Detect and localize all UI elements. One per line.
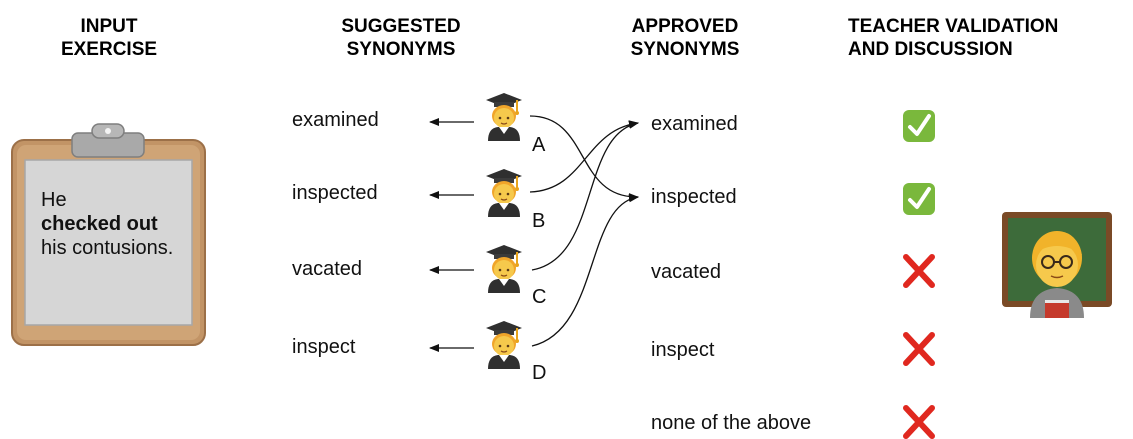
vote-arrow [529,115,639,202]
check-mark-icon [903,110,935,142]
student-label: D [532,362,547,384]
student-icon [485,320,523,370]
cross-mark-icon [903,332,935,366]
student-label: B [532,210,546,232]
check-mark-icon [903,183,935,215]
teacher-icon [1002,212,1112,318]
approved-synonyms-header: APPROVED SYNONYMS [630,16,740,60]
suggested-synonym: examined [292,109,379,131]
student-label: C [532,286,547,308]
exercise-sentence: He checked out his contusions. [41,188,186,260]
cross-mark-icon [903,405,935,439]
suggested-synonym: inspected [292,182,378,204]
clipboard-icon [11,123,206,346]
cross-mark-icon [903,254,935,288]
suggested-synonyms-header: SUGGESTED SYNONYMS [341,16,461,60]
student-icon [485,244,523,294]
student-icon [485,168,523,218]
input-exercise-header: INPUT EXERCISE [60,16,158,60]
suggested-synonym: inspect [292,336,356,358]
exercise-text: his contusions. [41,237,174,259]
approved-synonym: examined [651,113,738,135]
vote-arrow [531,194,639,347]
approved-synonym: inspect [651,339,715,361]
approved-synonym: inspected [651,186,737,208]
vote-arrow [531,120,639,271]
exercise-text: He [41,189,67,211]
student-icon [485,92,523,142]
target-phrase: checked out [41,213,158,235]
teacher-validation-header: TEACHER VALIDATION AND DISCUSSION [848,16,1059,60]
vote-arrow [529,120,639,193]
student-label: A [532,134,546,156]
approved-synonym: vacated [651,261,722,283]
suggested-synonym: vacated [292,258,363,280]
approved-synonym: none of the above [651,412,812,434]
